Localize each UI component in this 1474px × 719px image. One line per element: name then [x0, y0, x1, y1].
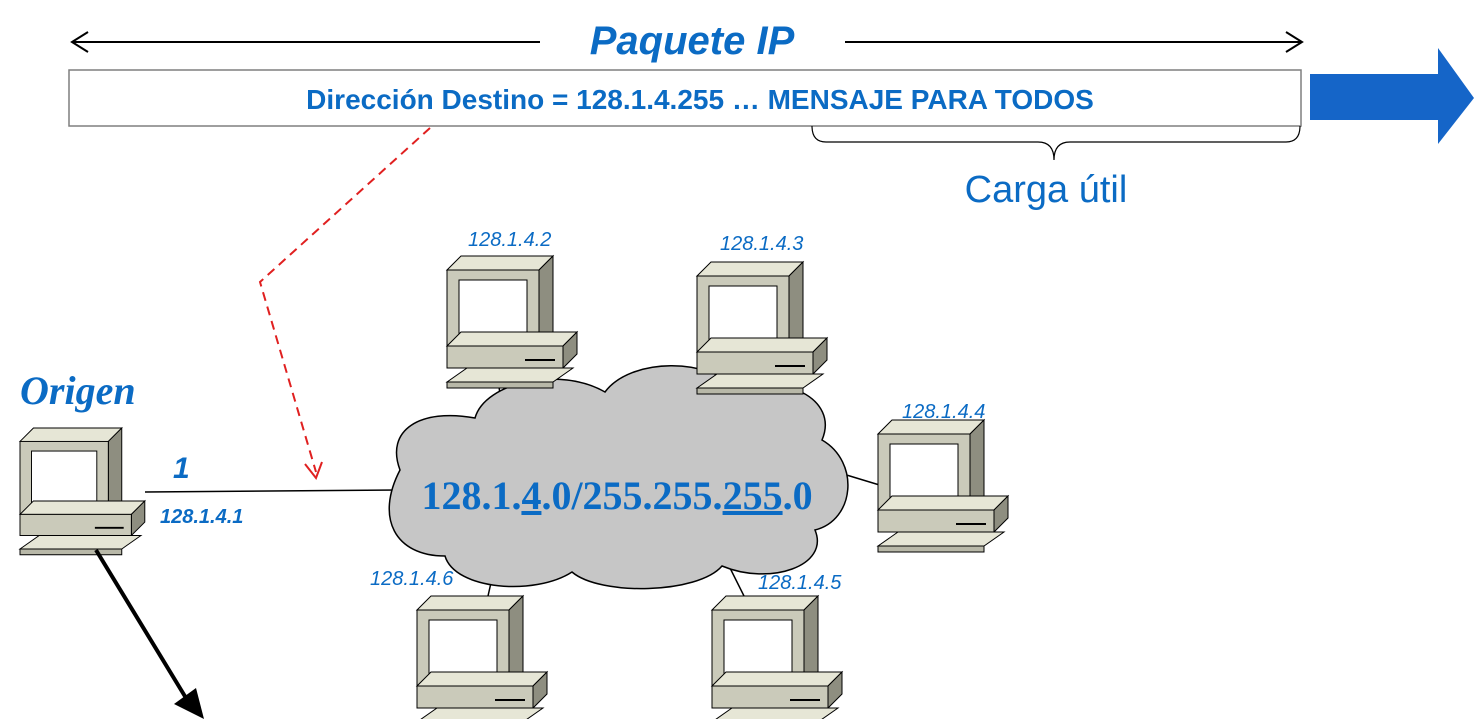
dashed-pointer-arrowhead: [304, 461, 323, 481]
origin-label: Origen: [20, 368, 136, 413]
packet-title: Paquete IP: [590, 19, 795, 63]
computer-host-2-icon: [446, 255, 578, 389]
computer-host-3-icon: [696, 261, 828, 395]
host-6-ip: 128.1.4.6: [370, 568, 454, 590]
dashed-pointer-arrow: [258, 127, 431, 473]
host-3-ip: 128.1.4.3: [720, 233, 803, 255]
computer-host-6-icon: [416, 595, 548, 719]
origin-outgoing-arrow: [94, 548, 188, 700]
host-2-ip: 128.1.4.2: [468, 229, 551, 251]
packet-span-arrow: [70, 31, 1304, 53]
network-prefix-a: 128.1.: [421, 473, 521, 518]
network-prefix-b: 4: [521, 473, 541, 518]
network-prefix-c: .0/255.255.: [541, 473, 722, 518]
computer-origin-icon: [19, 427, 146, 556]
packet-header-box: [68, 69, 1302, 127]
network-prefix-d: 255: [723, 473, 783, 518]
direction-arrow-icon: [1310, 48, 1474, 144]
network-address: 128.1.4.0/255.255.255.0: [421, 473, 812, 518]
packet-header-text: Dirección Destino = 128.1.4.255 … MENSAJ…: [306, 84, 1094, 115]
computer-host-4-icon: [877, 419, 1009, 553]
origin-ip: 128.1.4.1: [160, 506, 243, 528]
origin-outgoing-arrowhead: [174, 688, 204, 719]
host-4-ip: 128.1.4.4: [902, 401, 985, 423]
payload-brace: [811, 125, 1301, 161]
host-5-ip: 128.1.4.5: [758, 572, 842, 594]
computer-host-5-icon: [711, 595, 843, 719]
payload-label: Carga útil: [965, 169, 1128, 211]
network-prefix-e: .0: [783, 473, 813, 518]
origin-step-number: 1: [173, 452, 190, 485]
